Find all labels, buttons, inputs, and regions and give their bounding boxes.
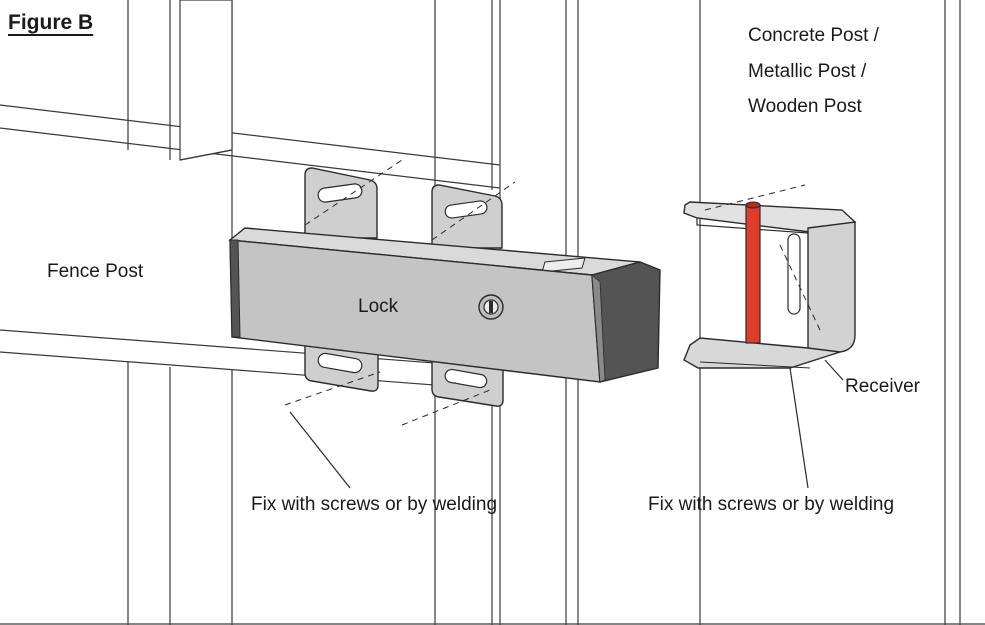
figure-title: Figure B <box>8 11 94 34</box>
lock-mounting-plate-bottom-right <box>431 357 504 407</box>
fix-instruction-left: Fix with screws or by welding <box>251 494 498 515</box>
post-type-label-line3: Wooden Post <box>748 96 862 117</box>
lock-mounting-plate-top-left <box>304 167 378 239</box>
lock-mounting-plate-top-right <box>431 184 503 249</box>
post-type-label-line2: Metallic Post / <box>748 61 867 82</box>
fastener-guide-lines <box>284 157 821 426</box>
receiver-bracket <box>683 201 857 369</box>
receiver-label: Receiver <box>845 376 920 397</box>
keyhole-icon <box>478 294 504 320</box>
fix-instruction-right: Fix with screws or by welding <box>648 494 895 515</box>
post-type-label-line1: Concrete Post / <box>748 25 879 46</box>
lock-label: Lock <box>358 296 399 317</box>
fence-post-label: Fence Post <box>47 261 144 282</box>
leader-lines <box>289 359 844 489</box>
lock-body <box>228 227 661 383</box>
